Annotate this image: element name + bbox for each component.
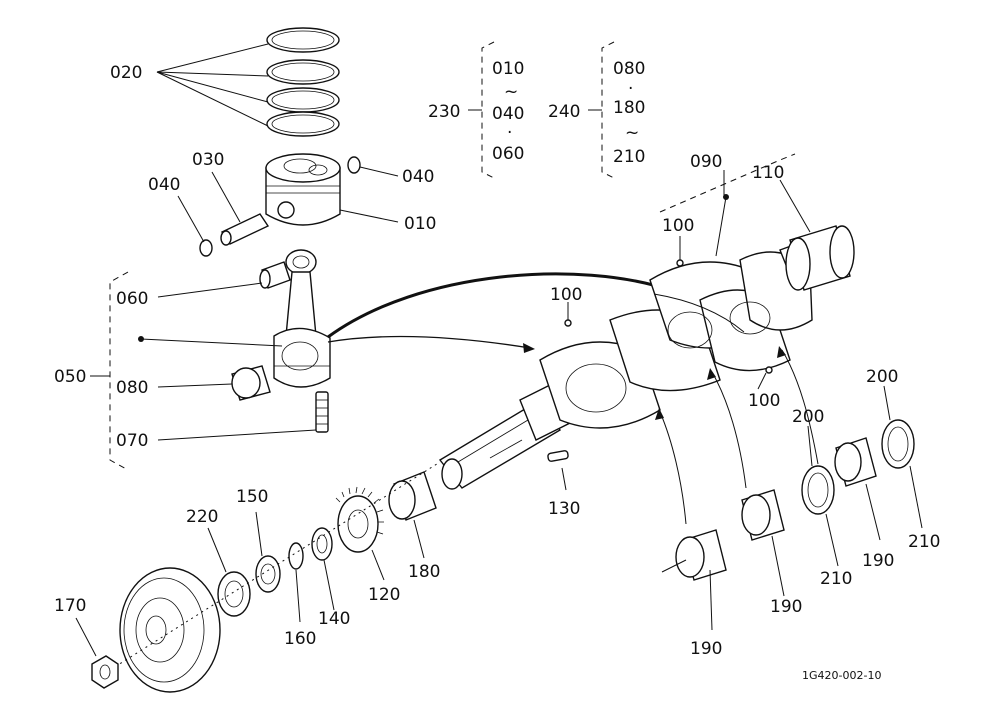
piston-pin xyxy=(220,213,270,246)
group-230-item: · xyxy=(507,123,512,143)
label-230: 230 xyxy=(428,102,460,122)
group-230-item: ~ xyxy=(504,82,518,102)
label-080: 080 xyxy=(116,378,148,398)
crankpin-bearing xyxy=(231,365,271,401)
snap-ring-left xyxy=(199,239,213,257)
piston-rings xyxy=(266,27,340,137)
collar-150 xyxy=(255,555,281,593)
thrust-washer-1 xyxy=(801,465,835,515)
piston xyxy=(265,153,341,226)
o-ring-160 xyxy=(288,542,304,570)
group-230-item: 010 xyxy=(492,59,524,79)
feather-key xyxy=(547,450,569,462)
group-230-item: 040 xyxy=(492,104,524,124)
crankshaft-pulley xyxy=(119,567,221,693)
label-070: 070 xyxy=(116,431,148,451)
label-130: 130 xyxy=(548,499,580,519)
main-bearing-3 xyxy=(834,437,877,487)
o-ring-140 xyxy=(311,527,333,561)
group-240: 240 080 · 180 ~ 210 xyxy=(548,59,645,167)
label-140: 140 xyxy=(318,609,350,629)
crankshaft-sleeve xyxy=(785,225,855,291)
group-230-item: 060 xyxy=(492,144,524,164)
label-160: 160 xyxy=(284,629,316,649)
label-200-b: 200 xyxy=(866,367,898,387)
label-190-b: 190 xyxy=(770,597,802,617)
group-240-item: ~ xyxy=(625,123,639,143)
label-190-c: 190 xyxy=(862,551,894,571)
callout-labels: 020 030 040 040 010 060 050 080 070 100 … xyxy=(54,63,940,659)
front-bearing-180 xyxy=(388,471,437,521)
label-040-left: 040 xyxy=(148,175,180,195)
label-120: 120 xyxy=(368,585,400,605)
connecting-rod xyxy=(273,249,331,388)
label-100-low: 100 xyxy=(748,391,780,411)
label-150: 150 xyxy=(236,487,268,507)
main-bearing-1 xyxy=(675,529,727,581)
label-220: 220 xyxy=(186,507,218,527)
label-050: 050 xyxy=(54,367,86,387)
thrust-washer-2 xyxy=(881,419,915,469)
group-240-item: 180 xyxy=(613,98,645,118)
label-200-a: 200 xyxy=(792,407,824,427)
crankshaft-gear xyxy=(335,486,384,553)
group-240-item: 210 xyxy=(613,147,645,167)
crankshaft xyxy=(438,227,847,490)
group-230: 230 010 ~ 040 · 060 xyxy=(428,59,524,164)
group-240-item: · xyxy=(628,79,633,99)
label-210-a: 210 xyxy=(820,569,852,589)
label-100-top: 100 xyxy=(662,216,694,236)
label-010: 010 xyxy=(404,214,436,234)
label-100-mid: 100 xyxy=(550,285,582,305)
label-020: 020 xyxy=(110,63,142,83)
small-end-bushing xyxy=(259,261,291,289)
oil-seal-220 xyxy=(217,571,251,617)
main-bearing-2 xyxy=(741,489,785,541)
label-110: 110 xyxy=(752,163,784,183)
pulley-nut xyxy=(91,655,119,689)
connecting-rod-bolt xyxy=(315,391,329,433)
label-240: 240 xyxy=(548,102,580,122)
label-030: 030 xyxy=(192,150,224,170)
group-240-item: 080 xyxy=(613,59,645,79)
label-040-right: 040 xyxy=(402,167,434,187)
snap-ring-right xyxy=(347,156,361,174)
label-170: 170 xyxy=(54,596,86,616)
label-090: 090 xyxy=(690,152,722,172)
label-060: 060 xyxy=(116,289,148,309)
label-180: 180 xyxy=(408,562,440,582)
figure-code: 1G420-002-10 xyxy=(802,669,881,682)
label-190-a: 190 xyxy=(690,639,722,659)
label-210-b: 210 xyxy=(908,532,940,552)
